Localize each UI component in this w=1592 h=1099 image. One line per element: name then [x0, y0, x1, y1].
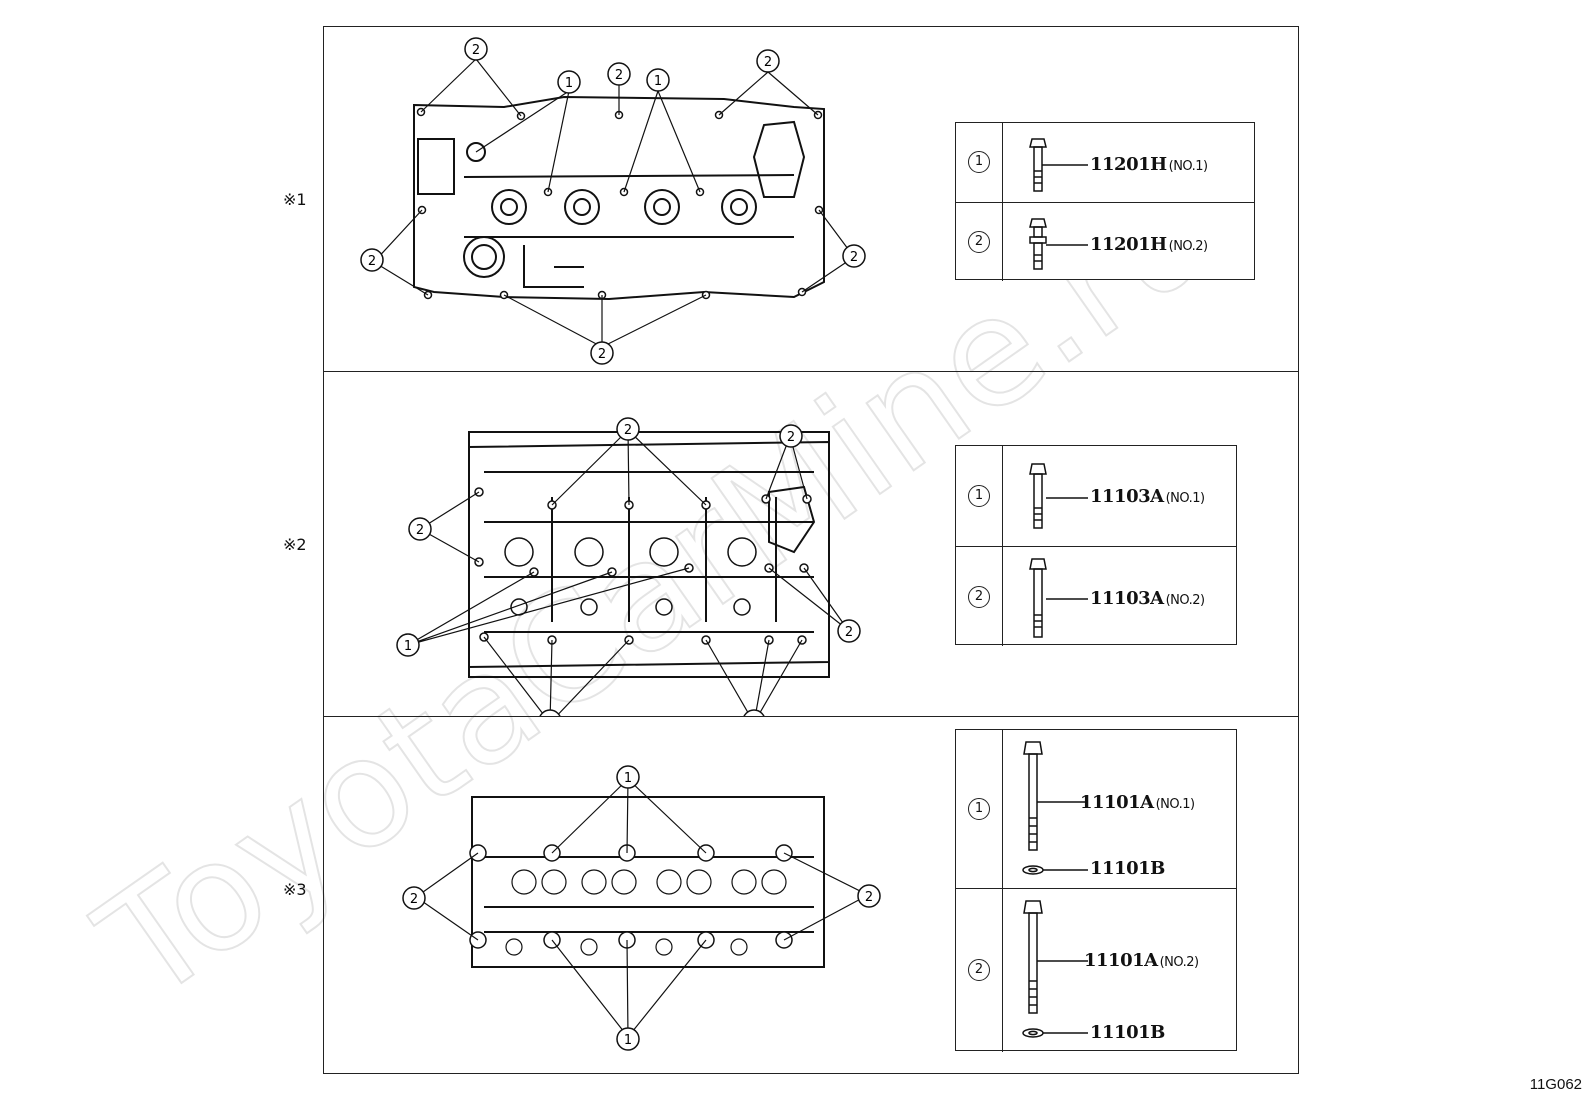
callout-2: 2	[402, 886, 426, 910]
valve-cover-diagram: 2 1 2 1 2 2 2 2	[360, 37, 866, 365]
svg-text:2: 2	[865, 890, 873, 905]
svg-text:2: 2	[368, 254, 376, 269]
section-marker-1: ※1	[283, 190, 307, 209]
cylinder-block-diagram: 2 2 2 1 2 2 2	[396, 417, 861, 717]
legend-num: 1	[968, 798, 990, 820]
bolt-icon	[1029, 138, 1088, 192]
bolt-icon	[1029, 463, 1088, 529]
legend-row-2: 2 11201H(NO.2)	[956, 202, 1254, 281]
callout-2: 2	[607, 62, 631, 86]
legend-part-number: 11201H(NO.2)	[1090, 234, 1208, 255]
section-marker-2: ※2	[283, 535, 307, 554]
svg-text:2: 2	[850, 250, 858, 265]
section-3: 1 2 2 1 1 11101A(NO.1)	[324, 716, 1298, 1075]
legend-washer-number: 11101B	[1090, 1022, 1165, 1043]
svg-text:2: 2	[416, 523, 424, 538]
callout-1: 1	[557, 70, 581, 94]
legend-row-1: 1 11201H(NO.1)	[956, 123, 1254, 202]
legend-num: 1	[968, 151, 990, 173]
svg-text:2: 2	[410, 892, 418, 907]
callout-1: 1	[646, 68, 670, 92]
callout-2: 2	[464, 37, 488, 61]
legend-row-1: 1 11101A(NO.1) 11101B	[956, 730, 1236, 888]
callout-2: 2	[408, 517, 432, 541]
legend-washer-number: 11101B	[1090, 858, 1165, 879]
cylinder-head-diagram: 1 2 2 1	[402, 765, 881, 1051]
legend-section-1: 1 11201H(NO.1) 2	[955, 122, 1255, 281]
svg-text:1: 1	[565, 76, 573, 91]
svg-text:2: 2	[472, 43, 480, 58]
svg-text:2: 2	[624, 423, 632, 438]
bolt-icon	[1022, 741, 1088, 875]
svg-text:1: 1	[624, 771, 632, 786]
figure-code: 11G062	[1529, 1076, 1582, 1093]
legend-section-3: 1 11101A(NO.1) 11101B 2	[955, 729, 1237, 1052]
legend-section-2: 1 11103A(NO.1) 2 11103A(NO.2)	[955, 445, 1237, 646]
callout-2: 2	[837, 619, 861, 643]
svg-text:1: 1	[624, 1033, 632, 1048]
legend-part-number: 11201H(NO.1)	[1090, 154, 1208, 175]
legend-num: 2	[968, 231, 990, 253]
legend-row-2: 2 11103A(NO.2)	[956, 546, 1236, 646]
callouts: 1 2 2 1	[402, 765, 881, 1051]
legend-part-number: 11103A(NO.1)	[1090, 486, 1205, 507]
bolt-points	[474, 487, 812, 645]
section-2: 2 2 2 1 2 2 2 1 11103A(NO.1)	[324, 371, 1298, 717]
callout-2: 2	[779, 424, 803, 448]
section-marker-3: ※3	[283, 880, 307, 899]
legend-num: 1	[968, 485, 990, 507]
diagram-frame: 2 1 2 1 2 2 2 2 1 11201H(NO.1)	[323, 26, 1299, 1074]
callout-2: 2	[590, 341, 614, 365]
callout-2: 2	[616, 417, 640, 441]
callout-2: 2	[857, 884, 881, 908]
callout-1: 1	[396, 633, 420, 657]
legend-part-number: 11101A(NO.2)	[1084, 950, 1199, 971]
legend-part-number: 11103A(NO.2)	[1090, 588, 1205, 609]
svg-text:2: 2	[598, 347, 606, 362]
svg-text:2: 2	[787, 430, 795, 445]
svg-text:2: 2	[764, 55, 772, 70]
bolt-icon	[1029, 218, 1088, 270]
legend-num: 2	[968, 586, 990, 608]
svg-text:2: 2	[615, 68, 623, 83]
svg-text:2: 2	[845, 625, 853, 640]
legend-row-2: 2 11101A(NO.2) 11101B	[956, 888, 1236, 1052]
callout-1: 1	[616, 1027, 640, 1051]
legend-row-1: 1 11103A(NO.1)	[956, 446, 1236, 546]
section-1: 2 1 2 1 2 2 2 2 1 11201H(NO.1)	[324, 27, 1298, 371]
callout-2: 2	[756, 49, 780, 73]
bolt-icon	[1022, 900, 1088, 1038]
bolt-points	[416, 107, 824, 300]
bolt-icon	[1029, 558, 1088, 638]
callout-1: 1	[616, 765, 640, 789]
legend-num: 2	[968, 959, 990, 981]
svg-text:1: 1	[404, 639, 412, 654]
callout-2: 2	[842, 244, 866, 268]
svg-text:1: 1	[654, 74, 662, 89]
legend-part-number: 11101A(NO.1)	[1080, 792, 1195, 813]
callouts: 2 1 2 1 2 2 2 2	[360, 37, 866, 365]
callout-2: 2	[360, 248, 384, 272]
